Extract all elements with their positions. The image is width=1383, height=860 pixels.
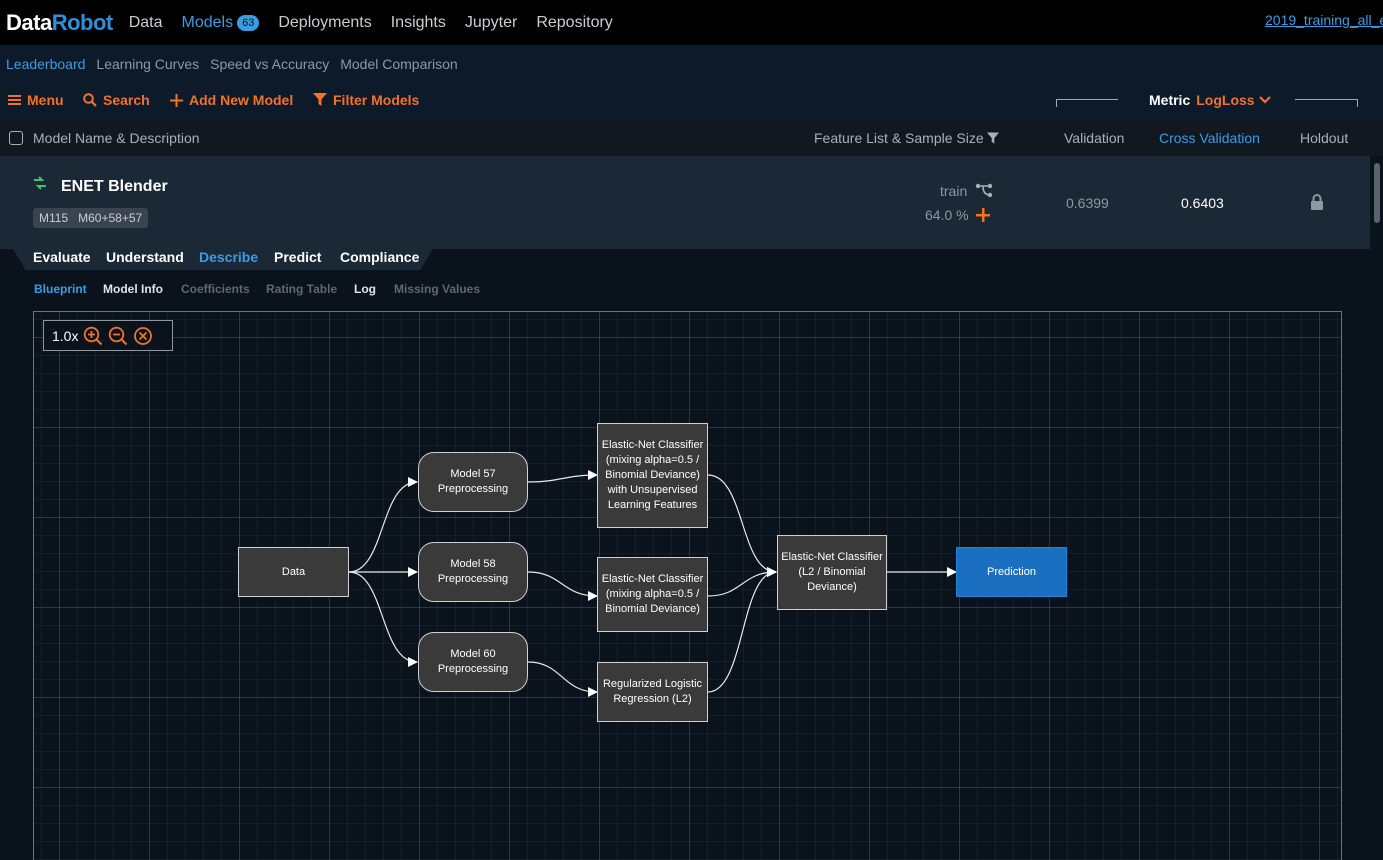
node-model-58-preprocessing[interactable]: Model 58 Preprocessing [418,542,528,602]
tab-compliance[interactable]: Compliance [340,249,420,265]
models-count-badge: 63 [237,14,260,31]
node-prediction[interactable]: Prediction [956,547,1067,597]
nav-data[interactable]: Data [128,13,163,31]
search-button[interactable]: Search [83,92,150,108]
datarobot-logo[interactable]: DataRobot [6,9,113,35]
subtab-log[interactable]: Log [354,282,376,296]
node-elastic-net-final[interactable]: Elastic-Net Classifier (L2 / Binomial De… [777,535,887,610]
filter-icon [313,93,327,106]
metric-bracket-right [1295,99,1358,107]
subtab-rating-table[interactable]: Rating Table [266,282,338,296]
select-all-checkbox[interactable] [9,131,23,145]
node-regularized-logistic-regression[interactable]: Regularized Logistic Regression (L2) [597,662,708,722]
tab-predict[interactable]: Predict [274,249,322,265]
edge-data-m60 [348,571,418,667]
col-feature-list[interactable]: Feature List & Sample Size [814,130,999,146]
zoom-out-icon[interactable] [108,326,128,346]
leaderboard-header: Model Name & Description Feature List & … [0,120,1383,156]
sample-size: 64.0 % [925,207,969,223]
edge-rlr-final [707,567,777,693]
node-model-60-preprocessing[interactable]: Model 60 Preprocessing [418,632,528,692]
col-model-name[interactable]: Model Name & Description [33,130,200,146]
sub-nav: Leaderboard Learning Curves Speed vs Acc… [0,45,1383,82]
col-validation[interactable]: Validation [1064,130,1125,146]
add-new-model-button[interactable]: Add New Model [170,92,293,108]
subtab-blueprint[interactable]: Blueprint [34,282,87,296]
chevron-down-icon [1258,96,1271,104]
reset-zoom-icon[interactable] [133,326,153,346]
edge-m60-rlr [527,661,598,697]
zoom-level: 1.0x [52,327,79,344]
filter-icon [986,132,999,144]
tab-evaluate[interactable]: Evaluate [33,249,91,265]
model-tags: M115 M60+58+57 [33,208,149,228]
leaderboard-toolbar: Menu Search Add New Model Filter Models … [0,82,1383,120]
edge-enet2-final [707,567,777,597]
model-blend-tag: M60+58+57 [78,211,143,225]
subtab-model-info[interactable]: Model Info [103,282,163,296]
plus-icon [170,93,183,107]
menu-button[interactable]: Menu [8,92,64,108]
zoom-in-icon[interactable] [83,326,103,346]
metric-dropdown[interactable]: LogLoss [1196,92,1271,108]
metric-bracket-left [1056,99,1118,107]
hamburger-icon [8,95,21,105]
nav-deployments[interactable]: Deployments [278,13,372,31]
zoom-controls: 1.0x [43,320,173,351]
subnav-model-comparison[interactable]: Model Comparison [340,55,458,72]
edge-data-m57 [348,477,418,573]
node-data[interactable]: Data [238,547,349,597]
edge-m57-enet1 [527,470,598,483]
tab-describe[interactable]: Describe [199,249,259,265]
subtab-missing-values[interactable]: Missing Values [394,282,481,296]
tab-understand[interactable]: Understand [106,249,184,265]
project-name-link[interactable]: 2019_training_all_e [1265,12,1383,28]
subnav-leaderboard[interactable]: Leaderboard [6,55,86,72]
feature-list-name: train [940,183,968,199]
col-holdout[interactable]: Holdout [1300,130,1349,146]
nav-repository[interactable]: Repository [536,13,613,31]
col-cross-validation[interactable]: Cross Validation [1159,130,1260,146]
lock-icon[interactable] [1310,194,1324,211]
edge-m58-enet2 [527,571,598,601]
insight-tabs-bg [13,249,433,270]
edge-enet1-final [707,474,777,577]
cross-validation-score: 0.6403 [1181,195,1224,211]
subnav-learning-curves[interactable]: Learning Curves [96,55,200,72]
metric-selector: Metric LogLoss [1149,92,1272,108]
plus-icon[interactable] [976,208,990,222]
model-name[interactable]: ENET Blender [61,178,168,195]
nav-insights[interactable]: Insights [390,13,446,31]
node-elastic-net-classifier[interactable]: Elastic-Net Classifier (mixing alpha=0.5… [597,557,708,632]
filter-models-button[interactable]: Filter Models [313,92,419,108]
blender-icon [34,176,46,190]
subnav-speed-vs-accuracy[interactable]: Speed vs Accuracy [210,55,330,72]
page-scrollbar[interactable] [1374,163,1380,223]
node-model-57-preprocessing[interactable]: Model 57 Preprocessing [418,452,528,512]
search-icon [83,93,97,107]
model-id-tag: M115 [39,211,69,225]
node-elastic-net-unsupervised[interactable]: Elastic-Net Classifier (mixing alpha=0.5… [597,423,708,528]
nav-jupyter[interactable]: Jupyter [464,13,518,31]
feature-list-icon[interactable] [975,183,993,198]
subtab-coefficients[interactable]: Coefficients [181,282,250,296]
validation-score: 0.6399 [1066,195,1109,211]
